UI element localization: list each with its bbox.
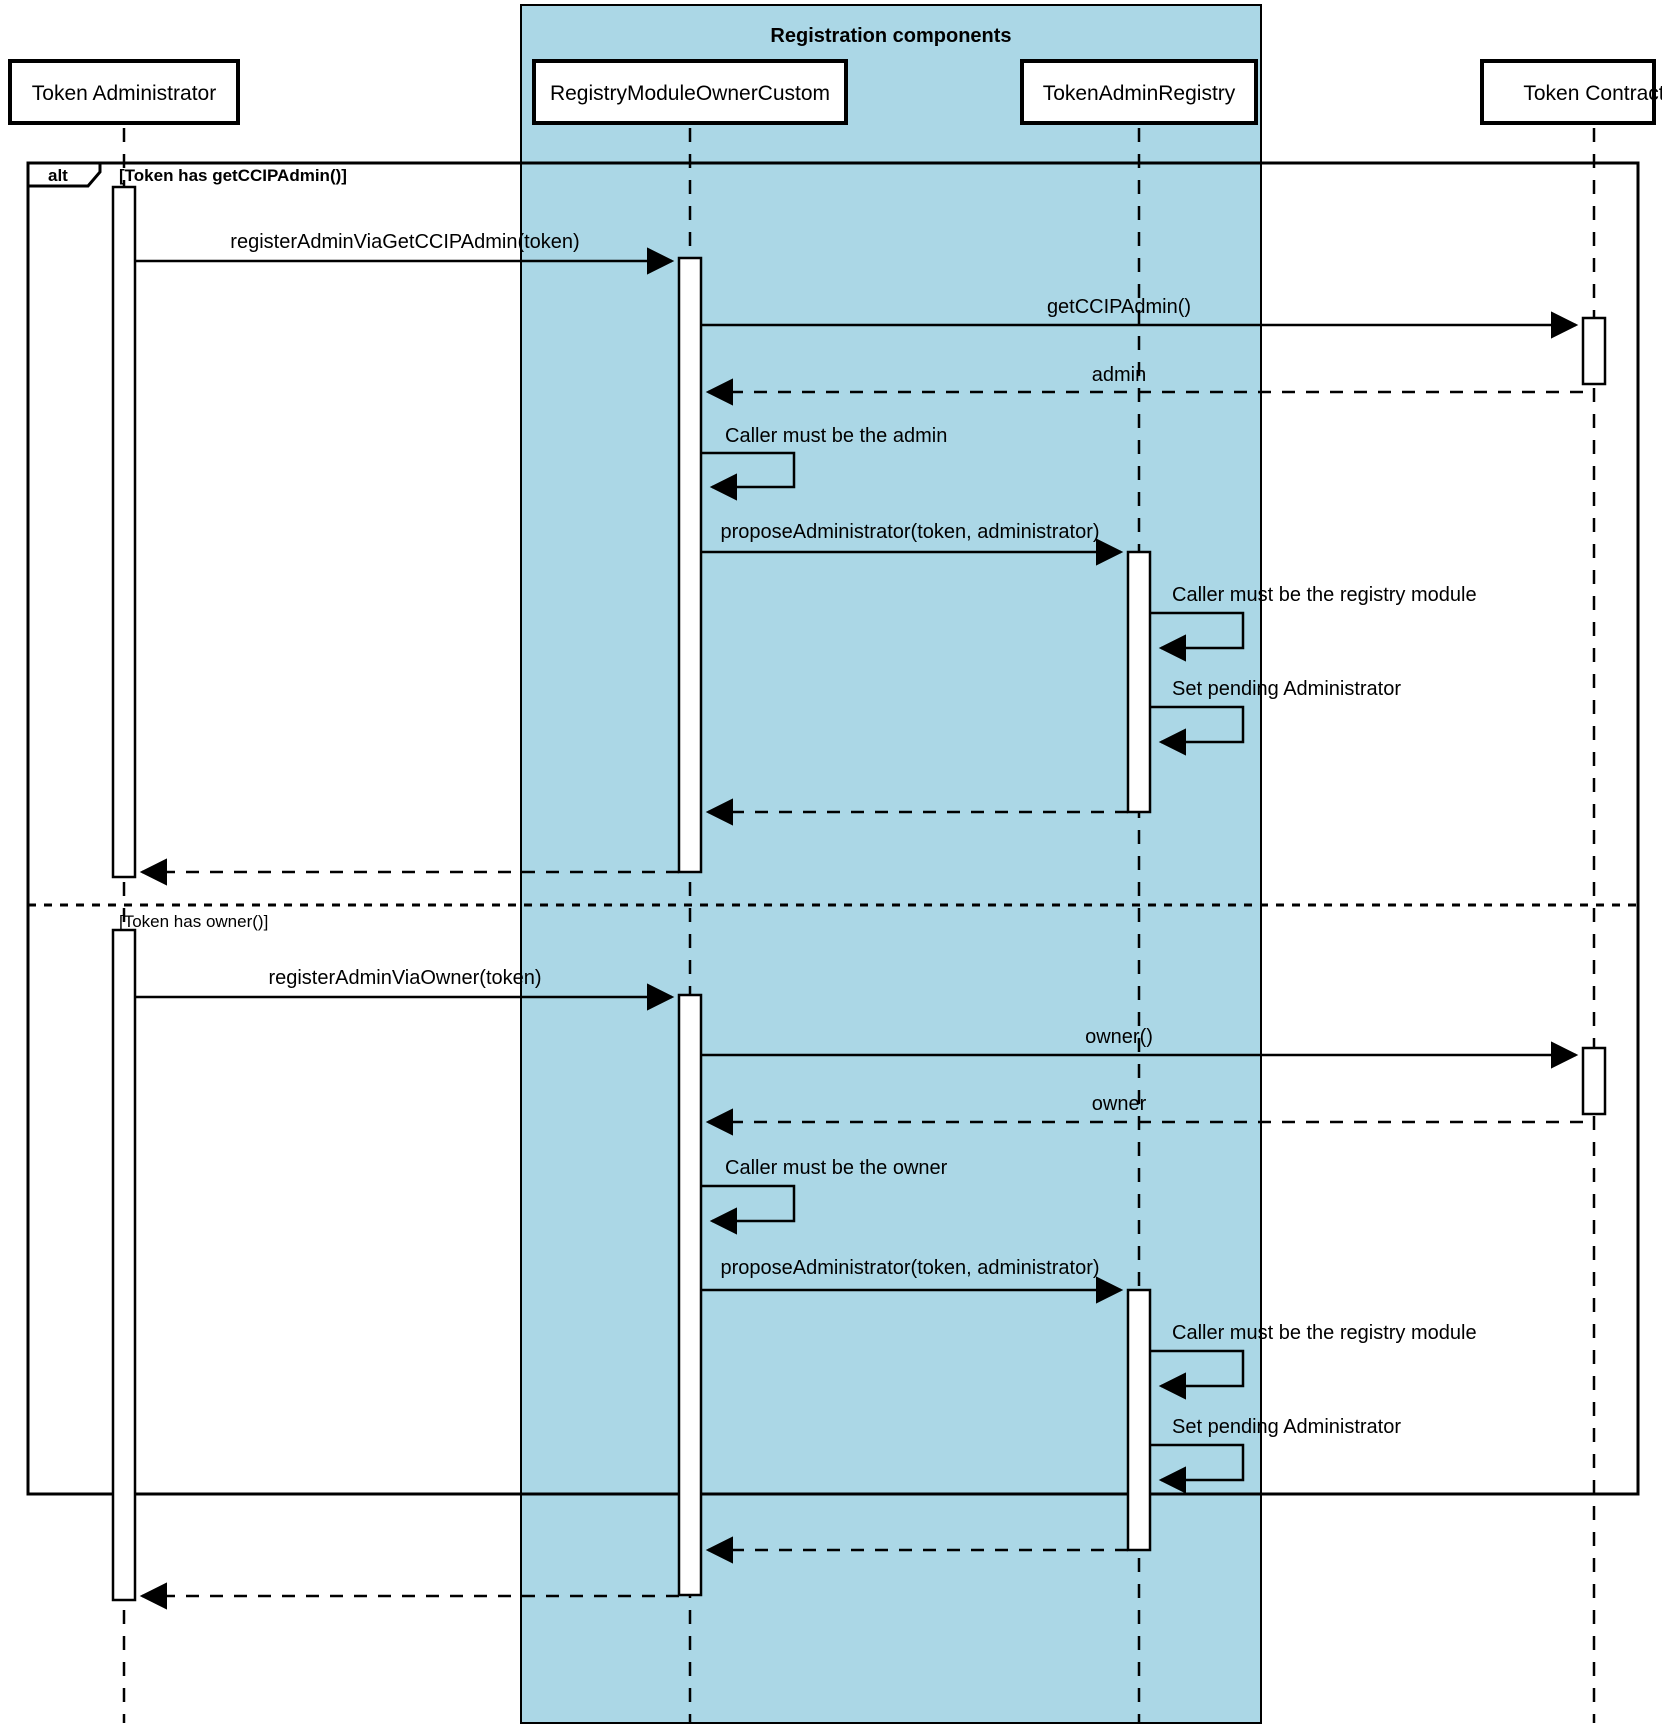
alt-condition-1: [Token has getCCIPAdmin()] xyxy=(119,166,347,185)
activation-token-contract-1 xyxy=(1581,316,1607,386)
self-message-label-13: Caller must be the owner xyxy=(725,1157,948,1179)
alt-fragment-operator-label: alt xyxy=(48,166,68,185)
message-propose-administrator-2: proposeAdministrator(token, administrato… xyxy=(701,1257,1124,1304)
self-message-label-6: Caller must be the registry module xyxy=(1172,584,1477,606)
participant-label-token-administrator: Token Administrator xyxy=(32,82,216,105)
participant-label-token-admin-registry: TokenAdminRegistry xyxy=(1043,82,1236,105)
self-message-set-pending-administrator-1: Set pending Administrator xyxy=(1150,678,1401,756)
self-message-caller-must-be-the-owner: Caller must be the owner xyxy=(701,1157,948,1235)
group-registration-components: Registration components xyxy=(520,4,1262,1724)
participant-label-token-contract: Token Contract xyxy=(1523,82,1662,105)
self-message-caller-must-be-the-registry-module-1: Caller must be the registry module xyxy=(1150,584,1477,662)
self-message-set-pending-administrator-2: Set pending Administrator xyxy=(1150,1416,1401,1494)
message-label-14: proposeAdministrator(token, administrato… xyxy=(720,1257,1099,1279)
message-label-12: owner xyxy=(1092,1093,1147,1115)
participant-token-administrator[interactable]: Token Administrator xyxy=(8,59,240,125)
activation-registry-2 xyxy=(677,993,703,1597)
message-propose-administrator-1: proposeAdministrator(token, administrato… xyxy=(701,521,1124,566)
message-label-11: owner() xyxy=(1085,1026,1153,1048)
message-getccipadmin: getCCIPAdmin() xyxy=(701,296,1579,339)
activation-token-administrator-1 xyxy=(111,185,137,879)
message-register-admin-via-getccipadmin: registerAdminViaGetCCIPAdmin(token) xyxy=(135,231,675,275)
activation-token-admin-registry-2 xyxy=(1126,1288,1152,1552)
participant-token-admin-registry[interactable]: TokenAdminRegistry xyxy=(1020,59,1258,125)
activation-token-admin-registry-1 xyxy=(1126,550,1152,814)
self-message-label-4: Caller must be the admin xyxy=(725,425,947,447)
message-register-admin-via-owner: registerAdminViaOwner(token) xyxy=(135,967,675,1011)
message-owner-return: owner xyxy=(705,1093,1583,1136)
message-label-2: getCCIPAdmin() xyxy=(1047,296,1191,318)
participant-registry-module-owner-custom[interactable]: RegistryModuleOwnerCustom xyxy=(532,59,848,125)
activation-registry-1 xyxy=(677,256,703,874)
self-message-label-16: Set pending Administrator xyxy=(1172,1416,1401,1438)
self-message-caller-must-be-the-registry-module-2: Caller must be the registry module xyxy=(1150,1322,1477,1400)
self-message-label-7: Set pending Administrator xyxy=(1172,678,1401,700)
message-label-5: proposeAdministrator(token, administrato… xyxy=(720,521,1099,543)
alt-fragment: alt [Token has getCCIPAdmin()] [Token ha… xyxy=(26,161,1640,1496)
activation-token-contract-2 xyxy=(1581,1046,1607,1116)
message-label-3: admin xyxy=(1092,364,1146,386)
participant-token-contract[interactable]: Token Contract xyxy=(1480,59,1662,125)
message-label-1: registerAdminViaGetCCIPAdmin(token) xyxy=(230,231,579,253)
message-label-10: registerAdminViaOwner(token) xyxy=(268,967,541,989)
alt-condition-2: [Token has owner()] xyxy=(119,912,268,931)
message-owner: owner() xyxy=(701,1026,1579,1069)
participant-label-registry-module-owner-custom: RegistryModuleOwnerCustom xyxy=(550,82,830,105)
activation-token-administrator-2 xyxy=(111,928,137,1602)
self-message-label-15: Caller must be the registry module xyxy=(1172,1322,1477,1344)
self-message-caller-must-be-the-admin: Caller must be the admin xyxy=(701,425,947,501)
group-title: Registration components xyxy=(770,25,1011,47)
message-admin-return: admin xyxy=(705,364,1583,406)
